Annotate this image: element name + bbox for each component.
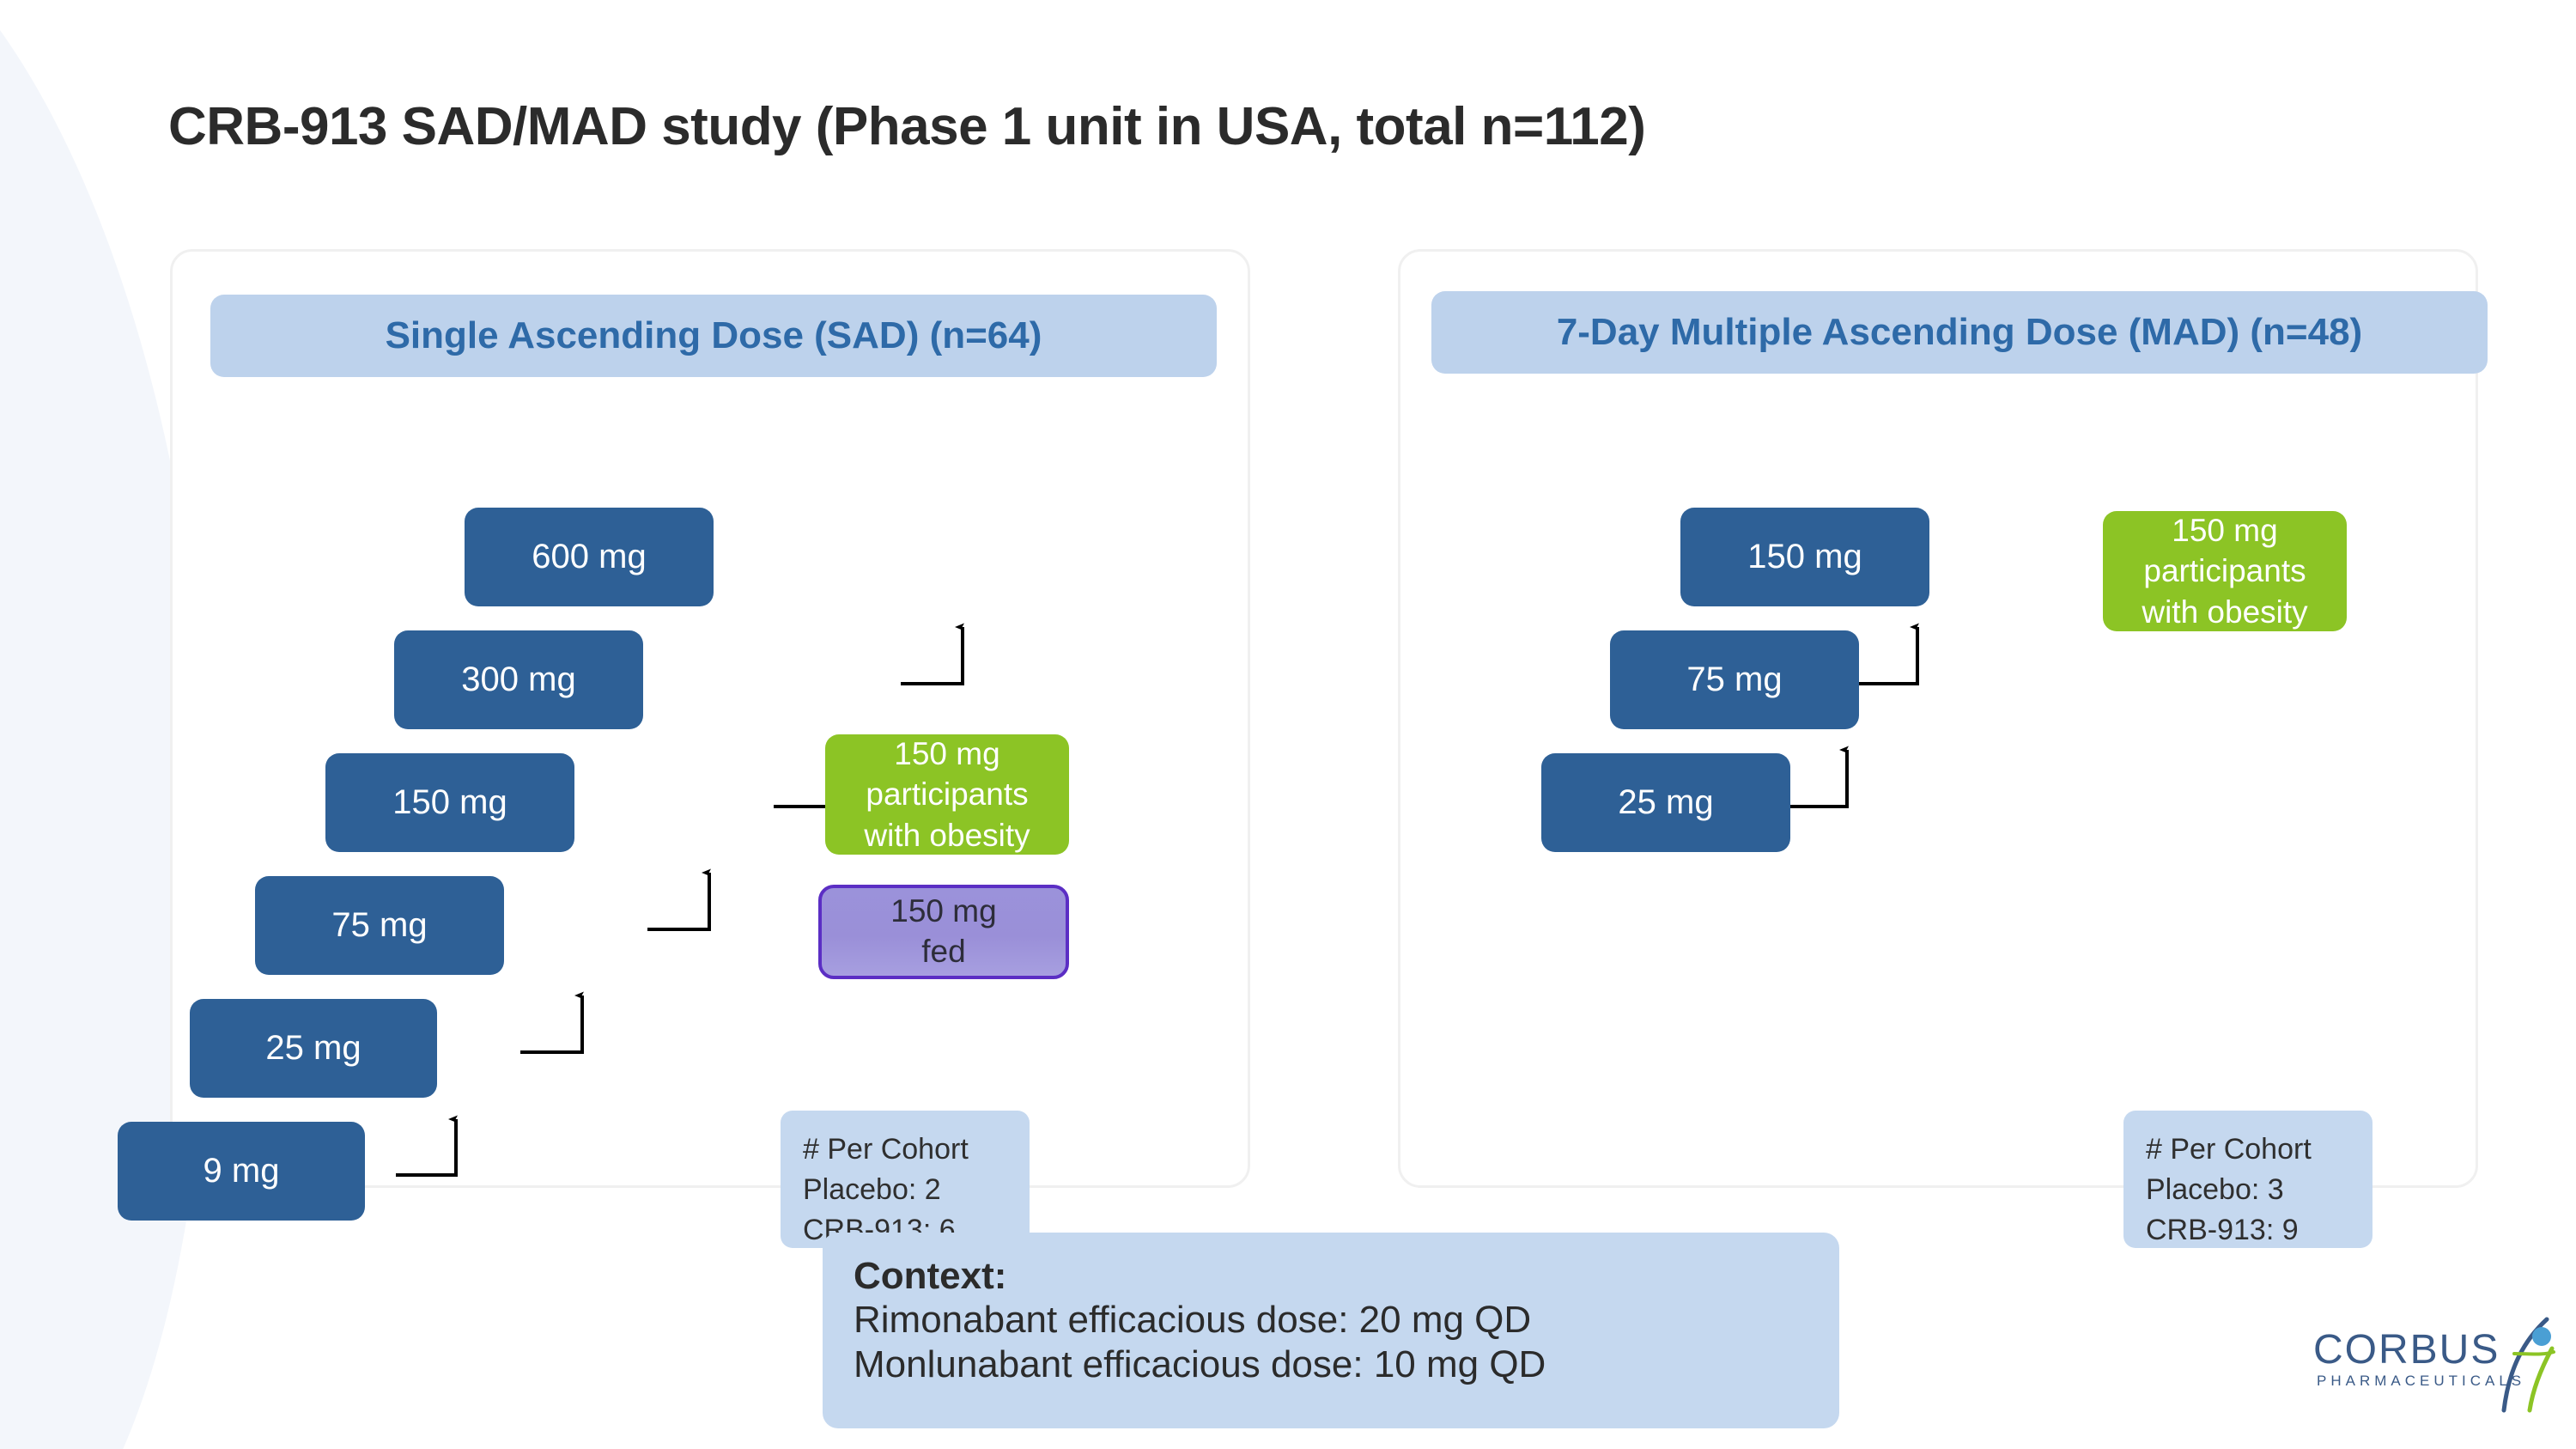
mad-connectors [1789, 623, 1919, 808]
obesity-box-sad-line3: with obesity [864, 817, 1030, 853]
obesity-box-mad[interactable]: 150 mg participants with obesity [2103, 511, 2347, 631]
panel-header-sad: Single Ascending Dose (SAD) (n=64) [210, 295, 1217, 377]
logo-subtitle: PHARMACEUTICALS [2317, 1373, 2526, 1389]
dose-box-sad-9mg[interactable]: 9 mg [118, 1122, 365, 1221]
obesity-box-mad-line1: 150 mg [2172, 512, 2278, 548]
obesity-box-sad[interactable]: 150 mg participants with obesity [825, 734, 1069, 855]
fed-box-line2: fed [921, 934, 966, 969]
context-line-rimonabant: Rimonabant efficacious dose: 20 mg QD [854, 1299, 1532, 1342]
cohort-sad-title: # Per Cohort [803, 1133, 969, 1166]
obesity-box-mad-line3: with obesity [2142, 594, 2308, 630]
cohort-mad-placebo: Placebo: 3 [2146, 1172, 2284, 1206]
context-box: Context: Rimonabant efficacious dose: 20… [823, 1233, 1839, 1428]
context-line-monlunabant: Monlunabant efficacious dose: 10 mg QD [854, 1343, 1546, 1386]
logo-figure-icon [2501, 1317, 2555, 1413]
obesity-box-sad-line1: 150 mg [894, 735, 1000, 771]
dose-box-sad-300mg[interactable]: 300 mg [394, 630, 643, 729]
dose-box-sad-75mg[interactable]: 75 mg [255, 876, 504, 975]
obesity-box-mad-line2: participants [2143, 553, 2306, 589]
page-title: CRB-913 SAD/MAD study (Phase 1 unit in U… [168, 97, 1646, 156]
dose-box-mad-150mg[interactable]: 150 mg [1680, 508, 1929, 606]
dose-box-sad-600mg[interactable]: 600 mg [465, 508, 714, 606]
context-title: Context: [854, 1255, 1007, 1297]
fed-box-line1: 150 mg [890, 893, 997, 929]
obesity-box-sad-line2: participants [866, 776, 1029, 813]
fed-box-sad[interactable]: 150 mg fed [818, 885, 1069, 979]
cohort-mad-title: # Per Cohort [2146, 1133, 2312, 1166]
cohort-sad-placebo: Placebo: 2 [803, 1172, 941, 1206]
panel-header-mad: 7-Day Multiple Ascending Dose (MAD) (n=4… [1431, 291, 2488, 374]
cohort-mad-drug: CRB-913: 9 [2146, 1213, 2299, 1246]
cohort-box-mad: # Per Cohort Placebo: 3 CRB-913: 9 [2123, 1111, 2372, 1248]
panel-sad: Single Ascending Dose (SAD) (n=64) 9 mg … [118, 249, 1250, 1248]
dose-box-sad-25mg[interactable]: 25 mg [190, 999, 437, 1098]
dose-box-sad-150mg[interactable]: 150 mg [325, 753, 574, 852]
logo-wordmark: CORBUS [2313, 1327, 2500, 1373]
dose-box-mad-75mg[interactable]: 75 mg [1610, 630, 1859, 729]
panel-mad: 7-Day Multiple Ascending Dose (MAD) (n=4… [1398, 249, 2488, 1248]
cohort-box-sad: # Per Cohort Placebo: 2 CRB-913: 6 [781, 1111, 1030, 1248]
corbus-logo: CORBUS PHARMACEUTICALS [2312, 1317, 2561, 1421]
dose-box-mad-25mg[interactable]: 25 mg [1541, 753, 1790, 852]
